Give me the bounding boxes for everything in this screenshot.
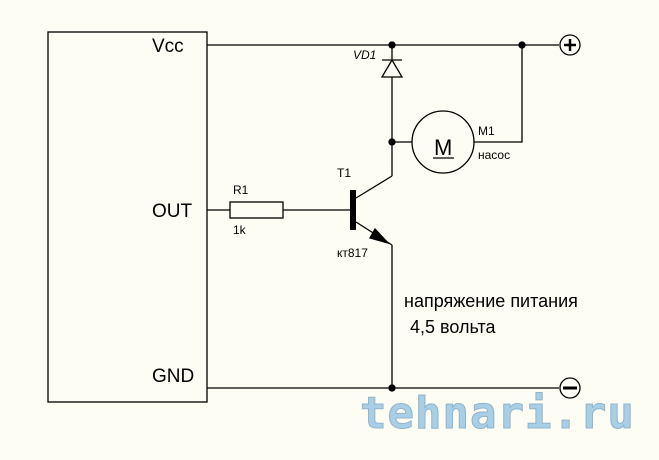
transistor-collector <box>355 175 393 199</box>
diode-name: VD1 <box>353 48 376 62</box>
vcc-pin-label: Vcc <box>152 36 184 57</box>
motor-name: M1 <box>478 124 495 138</box>
motor-desc: насос <box>478 148 510 162</box>
resistor-value: 1k <box>233 223 247 237</box>
gnd-pin-label: GND <box>152 366 194 387</box>
transistor-model: кт817 <box>337 246 368 260</box>
diode-icon <box>380 58 404 78</box>
emitter-arrow-icon <box>369 227 391 245</box>
motor-return-wire <box>474 45 523 143</box>
controller-block <box>47 31 208 403</box>
motor-symbol: M <box>434 135 452 160</box>
resistor-icon <box>229 201 284 219</box>
transistor-name: T1 <box>337 166 351 180</box>
supply-note-line2: 4,5 вольта <box>410 317 497 337</box>
out-pin-label: OUT <box>152 201 193 222</box>
plus-terminal <box>559 34 581 56</box>
supply-note-line1: напряжение питания <box>404 291 578 311</box>
junction-dot <box>388 384 396 392</box>
watermark: tehnari.ru <box>360 388 635 439</box>
minus-terminal <box>559 377 581 399</box>
resistor-name: R1 <box>233 183 249 197</box>
